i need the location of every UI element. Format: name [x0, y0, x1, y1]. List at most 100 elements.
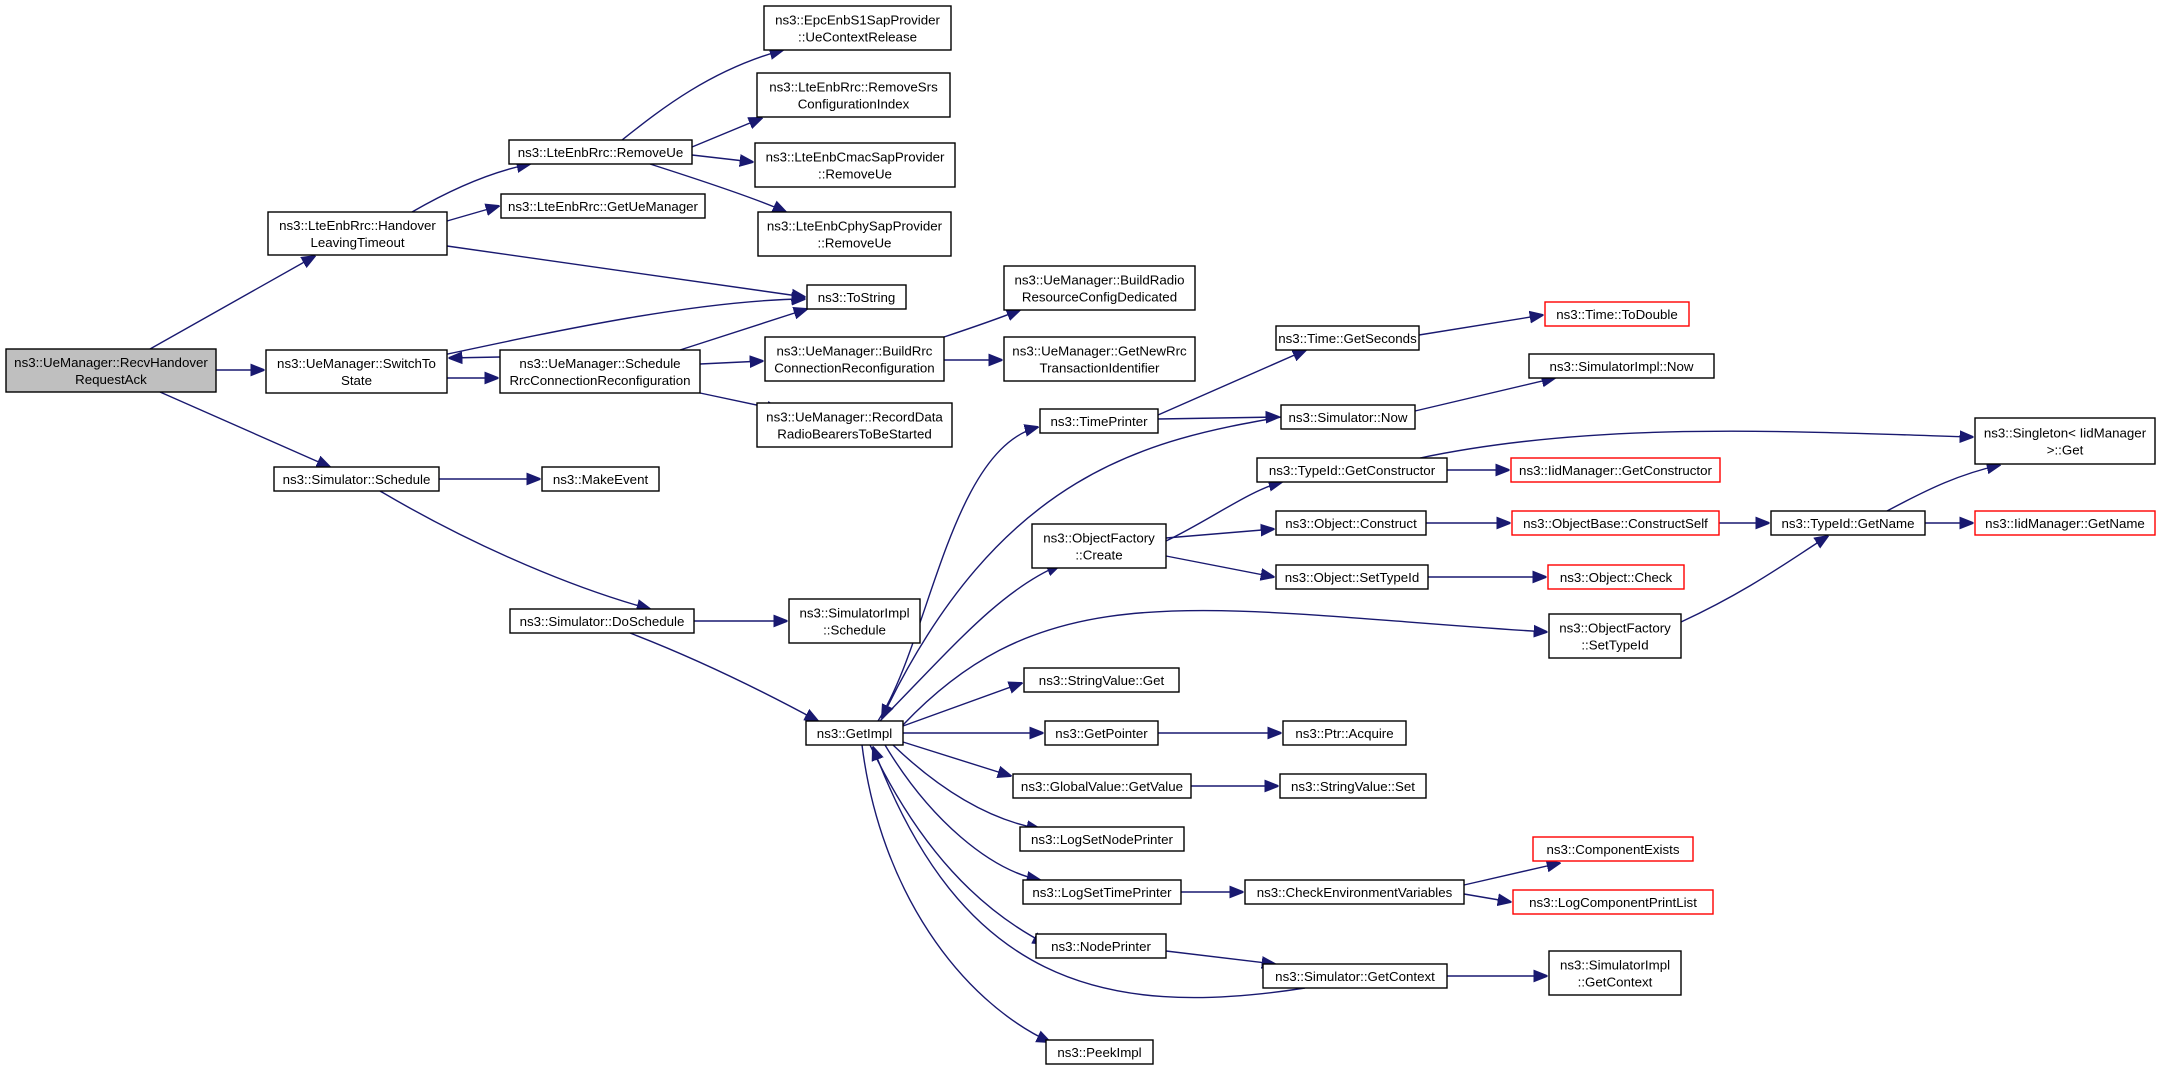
node-srrc[interactable]: ns3::UeManager::ScheduleRrcConnectionRec…: [499, 349, 701, 394]
node-getpointer[interactable]: ns3::GetPointer: [1044, 720, 1159, 746]
node-label: ns3::UeManager::BuildRadio: [1014, 273, 1184, 288]
node-box: [805, 720, 904, 746]
edge-buildrrc-to-buildradio: [943, 310, 1020, 338]
node-sched[interactable]: ns3::Simulator::Schedule: [273, 466, 440, 492]
nodes-layer: ns3::UeManager::RecvHandoverRequestAckns…: [5, 5, 2156, 1065]
node-ptracquire[interactable]: ns3::Ptr::Acquire: [1282, 720, 1407, 746]
node-gvgetvalue[interactable]: ns3::GlobalValue::GetValue: [1012, 773, 1192, 799]
node-constructself[interactable]: ns3::ObjectBase::ConstructSelf: [1511, 510, 1720, 536]
edge-srrc-to-sts: [449, 357, 501, 358]
node-removesrs[interactable]: ns3::LteEnbRrc::RemoveSrsConfigurationIn…: [756, 72, 951, 118]
node-label: ns3::UeManager::RecvHandover: [14, 355, 208, 370]
edge-ofcreate-to-tidgetctor: [1165, 482, 1282, 542]
node-svset[interactable]: ns3::StringValue::Set: [1279, 773, 1427, 799]
edge-timegetsec-to-todouble: [1418, 315, 1543, 336]
node-s1release[interactable]: ns3::EpcEnbS1SapProvider::UeContextRelea…: [763, 5, 952, 51]
node-singleton[interactable]: ns3::Singleton< IidManager>::Get: [1974, 417, 2156, 465]
node-objsettypeid[interactable]: ns3::Object::SetTypeId: [1275, 564, 1429, 590]
node-buildradio[interactable]: ns3::UeManager::BuildRadioResourceConfig…: [1003, 265, 1196, 311]
edge-simgetctx-to-getimpl: [873, 747, 1306, 999]
node-label: ConfigurationIndex: [798, 97, 910, 112]
edge-tidgetctor-to-singleton: [1419, 431, 1973, 459]
node-logcompprint[interactable]: ns3::LogComponentPrintList: [1512, 889, 1714, 915]
node-logsetnode[interactable]: ns3::LogSetNodePrinter: [1019, 826, 1185, 852]
node-tostring[interactable]: ns3::ToString: [806, 284, 907, 310]
node-simimplgetctx[interactable]: ns3::SimulatorImpl::GetContext: [1548, 950, 1682, 996]
node-box: [1035, 933, 1167, 959]
node-iidgetctor[interactable]: ns3::IidManager::GetConstructor: [1510, 457, 1721, 483]
node-label: ns3::Object::Check: [1560, 570, 1673, 585]
node-box: [1544, 301, 1690, 327]
edge-getimpl-to-gvgetvalue: [902, 741, 1011, 776]
node-checkenv[interactable]: ns3::CheckEnvironmentVariables: [1244, 879, 1465, 905]
node-label: ns3::NodePrinter: [1051, 939, 1151, 954]
node-removeue[interactable]: ns3::LteEnbRrc::RemoveUe: [508, 139, 693, 165]
node-box: [1262, 963, 1448, 989]
node-getimpl[interactable]: ns3::GetImpl: [805, 720, 904, 746]
node-compexists[interactable]: ns3::ComponentExists: [1532, 836, 1694, 862]
node-todouble[interactable]: ns3::Time::ToDouble: [1544, 301, 1690, 327]
node-ofsettypeid[interactable]: ns3::ObjectFactory::SetTypeId: [1548, 613, 1682, 659]
node-label: ns3::TypeId::GetName: [1781, 516, 1914, 531]
edge-checkenv-to-logcompprint: [1463, 894, 1511, 902]
node-label: ns3::LogSetTimePrinter: [1032, 885, 1172, 900]
node-label: ns3::LogSetNodePrinter: [1031, 832, 1173, 847]
node-box: [756, 402, 953, 448]
node-nodeprinter[interactable]: ns3::NodePrinter: [1035, 933, 1167, 959]
node-label: ::RemoveUe: [818, 167, 892, 182]
edge-removeue-to-s1release: [621, 50, 783, 141]
node-makeevent[interactable]: ns3::MakeEvent: [541, 466, 660, 492]
edge-root-to-sched: [159, 391, 330, 467]
node-simgetctx[interactable]: ns3::Simulator::GetContext: [1262, 963, 1448, 989]
node-svget[interactable]: ns3::StringValue::Get: [1023, 667, 1180, 693]
node-recorddata[interactable]: ns3::UeManager::RecordDataRadioBearersTo…: [756, 402, 953, 448]
node-getuemgr[interactable]: ns3::LteEnbRrc::GetUeManager: [500, 193, 706, 219]
node-iidgetname[interactable]: ns3::IidManager::GetName: [1974, 510, 2156, 536]
node-box: [1244, 879, 1465, 905]
edge-tidgetname-to-singleton: [1886, 465, 2000, 512]
node-simnow[interactable]: ns3::Simulator::Now: [1280, 404, 1416, 430]
node-tidgetname[interactable]: ns3::TypeId::GetName: [1770, 510, 1926, 536]
node-timegetsec[interactable]: ns3::Time::GetSeconds: [1275, 325, 1420, 351]
node-box: [1019, 826, 1185, 852]
node-label: ns3::GetImpl: [817, 726, 892, 741]
node-label: ::GetContext: [1578, 975, 1653, 990]
node-logsettime[interactable]: ns3::LogSetTimePrinter: [1022, 879, 1182, 905]
node-box: [1770, 510, 1926, 536]
edge-getimpl-to-peekimpl: [861, 744, 1050, 1042]
edge-hlt-to-getuemgr: [446, 206, 499, 222]
node-label: ns3::ObjectFactory: [1559, 621, 1671, 636]
node-simimplsched[interactable]: ns3::SimulatorImpl::Schedule: [788, 598, 921, 644]
node-box: [757, 211, 952, 257]
node-timeprinter[interactable]: ns3::TimePrinter: [1039, 408, 1159, 434]
node-getnewrrc[interactable]: ns3::UeManager::GetNewRrcTransactionIden…: [1003, 336, 1196, 382]
node-label: TransactionIdentifier: [1040, 361, 1161, 376]
node-dosched[interactable]: ns3::Simulator::DoSchedule: [509, 608, 695, 634]
node-ofcreate[interactable]: ns3::ObjectFactory::Create: [1031, 523, 1167, 569]
node-label: ::Create: [1075, 548, 1122, 563]
node-label: ns3::LteEnbRrc::GetUeManager: [508, 199, 699, 214]
node-peekimpl[interactable]: ns3::PeekImpl: [1045, 1039, 1154, 1065]
node-simimplnow[interactable]: ns3::SimulatorImpl::Now: [1528, 353, 1715, 379]
node-cphyremove[interactable]: ns3::LteEnbCphySapProvider::RemoveUe: [757, 211, 952, 257]
node-label: ns3::MakeEvent: [553, 472, 649, 487]
node-objcheck[interactable]: ns3::Object::Check: [1547, 564, 1685, 590]
node-label: ns3::StringValue::Get: [1039, 673, 1165, 688]
node-cmacremove[interactable]: ns3::LteEnbCmacSapProvider::RemoveUe: [754, 142, 956, 188]
node-label: ::SetTypeId: [1581, 638, 1648, 653]
edge-hlt-to-tostring: [446, 245, 805, 297]
node-box: [1044, 720, 1159, 746]
node-label: ResourceConfigDedicated: [1022, 290, 1177, 305]
node-objconstruct[interactable]: ns3::Object::Construct: [1275, 510, 1427, 536]
node-label: ConnectionReconfiguration: [774, 361, 934, 376]
node-buildrrc[interactable]: ns3::UeManager::BuildRrcConnectionReconf…: [764, 336, 945, 382]
node-tidgetctor[interactable]: ns3::TypeId::GetConstructor: [1256, 457, 1448, 483]
edge-getimpl-to-ofcreate: [879, 565, 1060, 722]
node-box: [1045, 1039, 1154, 1065]
edge-dosched-to-getimpl: [629, 632, 818, 721]
node-box: [1282, 720, 1407, 746]
node-label: ns3::ObjectBase::ConstructSelf: [1523, 516, 1708, 531]
